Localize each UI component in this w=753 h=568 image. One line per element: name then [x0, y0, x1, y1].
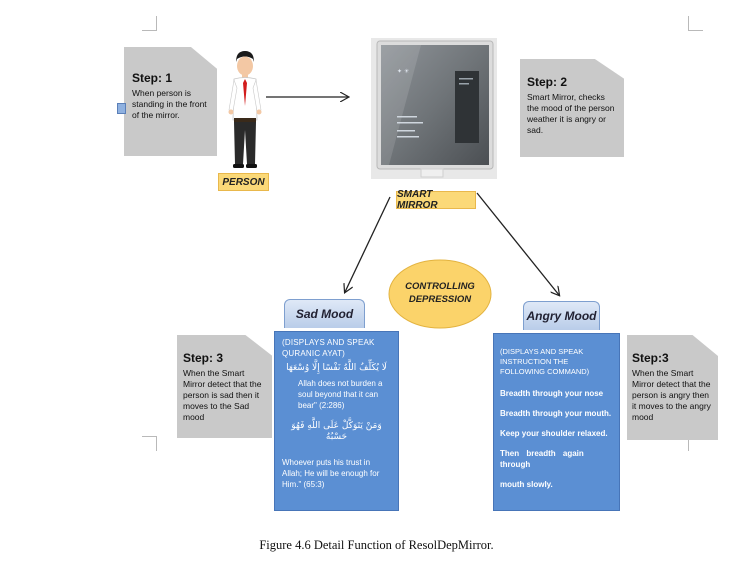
angry-line-3: Keep your shoulder relaxed. [500, 429, 608, 438]
center-line-1: CONTROLLING [405, 281, 475, 292]
sad-arabic-1: لَا يُكَلِّفُ اللَّهُ نَفْسًا إِلَّا وُس… [286, 363, 387, 373]
crop-mark-top-left [142, 16, 157, 31]
controlling-depression-ellipse [388, 259, 492, 329]
step3-right-title: Step:3 [632, 351, 669, 365]
angry-mood-tab: Angry Mood [523, 301, 600, 330]
angry-line-1: Breadth through your nose [500, 389, 604, 398]
arrow-icon [476, 192, 559, 295]
step1-note: Step: 1 When person is standing in the f… [124, 47, 217, 156]
controlling-depression-text: CONTROLLING DEPRESSION [393, 280, 487, 306]
step3-right-note: Step:3 When the Smart Mirror detect that… [627, 335, 718, 440]
step3-left-text: When the Smart Mirror detect that the pe… [183, 368, 262, 422]
step1-title: Step: 1 [132, 71, 173, 85]
person-figure-icon [228, 51, 262, 168]
step1-text: When person is standing in the front of … [132, 88, 207, 120]
step2-note: Step: 2 Smart Mirror, checks the mood of… [520, 59, 624, 157]
angry-mood-box: (DISPLAYS AND SPEAK INSTRUCTION THE FOLL… [493, 333, 620, 511]
arrow-icon [345, 196, 391, 292]
sad-text-1: Allah does not burden a soul beyond that… [298, 379, 383, 410]
crop-mark-top-right [688, 16, 703, 31]
smart-mirror-label: SMART MIRROR [396, 189, 476, 211]
step2-text: Smart Mirror, checks the mood of the per… [527, 92, 615, 135]
crop-mark-bottom-left [142, 436, 157, 451]
angry-line-5: mouth slowly. [500, 480, 553, 489]
sad-mood-box: (DISPLAYS AND SPEAK QURANIC AYAT) لَا يُ… [274, 331, 399, 511]
sad-arabic-2: وَمَنْ يَتَوَكَّلْ عَلَى اللَّهِ فَهُوَ … [291, 421, 382, 442]
step3-left-note: Step: 3 When the Smart Mirror detect tha… [177, 335, 272, 438]
step3-right-text: When the Smart Mirror detect that the pe… [632, 368, 711, 422]
svg-text:✦ ☀: ✦ ☀ [397, 68, 410, 75]
step2-title: Step: 2 [527, 75, 568, 89]
sad-text-2: Whoever puts his trust in Allah; He will… [282, 458, 380, 489]
angry-heading: (DISPLAYS AND SPEAK INSTRUCTION THE FOLL… [500, 347, 590, 376]
person-label: PERSON [218, 173, 269, 191]
angry-line-4: Then breadth again through [500, 449, 584, 469]
figure-caption: Figure 4.6 Detail Function of ResolDepMi… [259, 538, 494, 552]
smart-mirror-icon: ✦ ☀ [371, 38, 497, 179]
angry-line-2: Breadth through your mouth. [500, 409, 612, 418]
center-line-2: DEPRESSION [408, 294, 472, 305]
document-anchor-icon [117, 103, 126, 114]
sad-mood-tab: Sad Mood [284, 299, 365, 328]
step3-left-title: Step: 3 [183, 351, 224, 365]
sad-heading: (DISPLAYS AND SPEAK QURANIC AYAT) [282, 338, 375, 358]
